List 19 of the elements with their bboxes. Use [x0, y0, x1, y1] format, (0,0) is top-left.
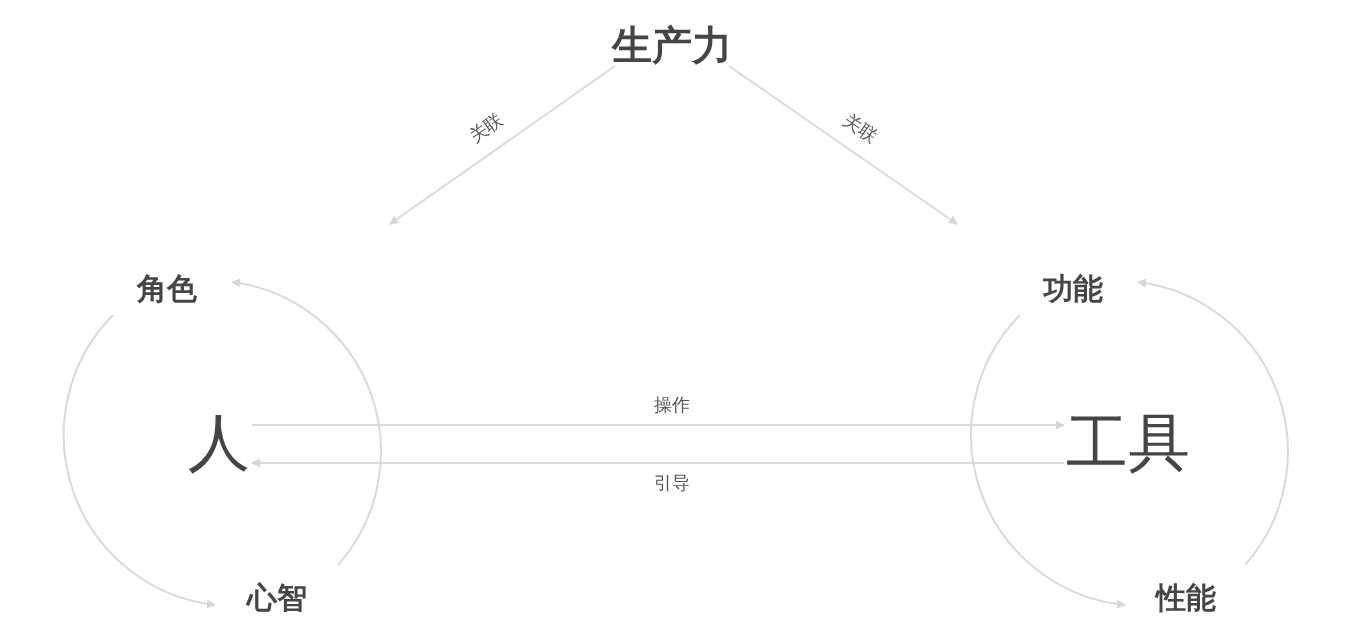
arrow	[1137, 279, 1289, 566]
arrow	[231, 279, 382, 566]
concept-text: 工具	[1066, 408, 1190, 478]
arrow	[251, 458, 1065, 468]
arrow	[62, 314, 216, 608]
aspect-text: 心智	[247, 580, 307, 614]
arrow	[728, 65, 958, 225]
edge-label: 关联	[839, 109, 881, 147]
edge-label: 引导	[654, 473, 690, 493]
arrow	[251, 420, 1065, 430]
aspect-text: 性能	[1156, 580, 1216, 614]
aspect-text: 功能	[1043, 271, 1103, 305]
arrow	[970, 314, 1126, 609]
edge-label: 关联	[465, 109, 507, 147]
aspect-text: 角色	[137, 271, 197, 305]
heading-text: 生产力	[612, 23, 732, 67]
arrow	[389, 65, 616, 225]
concept-text: 人	[188, 408, 250, 478]
edge-label: 操作	[654, 395, 690, 415]
